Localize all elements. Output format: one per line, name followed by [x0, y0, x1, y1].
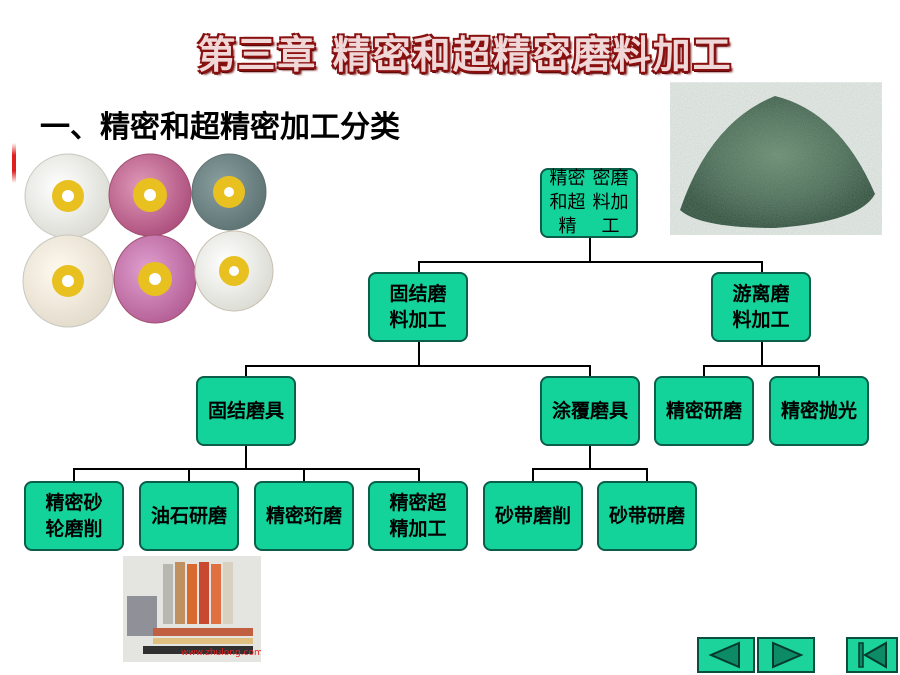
connector-line	[73, 468, 419, 470]
node-precision-polishing: 精密抛光	[769, 376, 869, 446]
connector-line	[589, 236, 591, 262]
connector-line	[245, 365, 247, 377]
slide-title: 第三章 精密和超精密磨料加工	[197, 33, 733, 77]
grinding-wheels-image	[22, 150, 277, 330]
connector-line	[589, 365, 591, 377]
connector-line	[245, 365, 590, 367]
node-belt-grinding: 砂带磨削	[483, 481, 583, 551]
abrasive-sand-image	[670, 82, 882, 235]
node-oilstone: 油石研磨	[139, 481, 239, 551]
oilstone-tools-image: www.zhulong.com	[123, 556, 261, 662]
node-root: 精密和超精 密磨料加工	[540, 168, 638, 238]
node-fixed-abrasive: 固结磨 料加工	[368, 272, 468, 342]
connector-line	[589, 446, 591, 469]
node-label: 精加工	[389, 518, 447, 540]
node-free-abrasive: 游离磨 料加工	[711, 272, 811, 342]
prev-slide-button[interactable]	[697, 637, 755, 673]
connector-line	[646, 468, 648, 482]
node-honing: 精密珩磨	[254, 481, 354, 551]
node-label: 料加工	[389, 309, 447, 331]
node-label: 游离磨	[732, 283, 790, 305]
connector-line	[532, 468, 534, 482]
node-root-line2: 密磨料加工	[592, 168, 629, 237]
connector-line	[703, 365, 819, 367]
connector-line	[703, 365, 705, 377]
connector-line	[532, 468, 648, 470]
node-precision-lapping: 精密研磨	[654, 376, 754, 446]
connector-line	[73, 468, 75, 482]
node-label: 精密砂	[45, 492, 103, 514]
first-slide-button[interactable]	[846, 637, 898, 673]
section-heading: 一、精密和超精密加工分类	[40, 110, 400, 145]
node-super-finishing: 精密超 精加工	[368, 481, 468, 551]
connector-line	[303, 468, 305, 482]
connector-line	[761, 261, 763, 272]
connector-line	[188, 468, 190, 482]
node-belt-lapping: 砂带研磨	[597, 481, 697, 551]
node-root-line1: 精密和超精	[549, 168, 586, 237]
node-label: 精密超	[389, 492, 447, 514]
connector-line	[418, 468, 420, 482]
connector-line	[761, 341, 763, 366]
triangle-left-icon	[708, 641, 740, 669]
next-slide-button[interactable]	[757, 637, 815, 673]
connector-line	[818, 365, 820, 377]
watermark-text: www.zhulong.com	[181, 648, 261, 658]
node-label: 料加工	[732, 309, 790, 331]
node-coated-tool: 涂覆磨具	[540, 376, 640, 446]
red-accent-mark	[12, 143, 16, 183]
node-fixed-tool: 固结磨具	[196, 376, 296, 446]
triangle-right-icon	[772, 641, 804, 669]
connector-line	[418, 261, 762, 263]
node-grinding-wheel: 精密砂 轮磨削	[24, 481, 124, 551]
node-label: 固结磨	[389, 283, 447, 305]
connector-line	[418, 341, 420, 366]
connector-line	[245, 446, 247, 469]
connector-line	[418, 261, 420, 272]
node-label: 轮磨削	[45, 518, 103, 540]
first-page-icon	[858, 641, 887, 669]
